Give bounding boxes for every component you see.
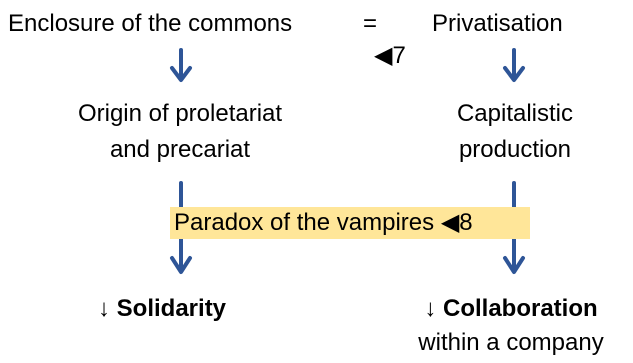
vampires-label: Paradox of the vampires ◀8 [174, 209, 473, 237]
sound-marker-8[interactable]: ◀8 [440, 209, 473, 236]
within-company-text: within a company [418, 329, 604, 356]
capitalistic-label: Capitalistic production [425, 100, 605, 164]
solidarity-text: Solidarity [116, 295, 227, 322]
equals-sign: = [363, 10, 378, 37]
center-highlight [170, 207, 530, 239]
privatisation-label: Privatisation [432, 10, 563, 37]
solidarity-label: ↓ Solidarity [98, 295, 226, 323]
down-arrow-solidarity: ↓ [98, 295, 110, 322]
enclosure-label: Enclosure of the commons [8, 10, 293, 37]
sound-marker-7[interactable]: ◀7 [374, 42, 406, 69]
collaboration-label: ↓ Collaboration within a company [396, 295, 626, 357]
proletariat-line1: Origin of proletariat [77, 100, 283, 127]
arrow-right-1 [503, 48, 525, 82]
capitalistic-line1: Capitalistic [456, 100, 574, 127]
vampires-text: Paradox of the vampires [174, 209, 435, 236]
arrow-left-1 [170, 48, 192, 82]
proletariat-label: Origin of proletariat and precariat [30, 100, 330, 164]
collaboration-text: Collaboration [443, 295, 598, 322]
capitalistic-line2: production [458, 136, 572, 163]
down-arrow-collaboration: ↓ [424, 295, 437, 322]
proletariat-line2: and precariat [109, 136, 251, 163]
